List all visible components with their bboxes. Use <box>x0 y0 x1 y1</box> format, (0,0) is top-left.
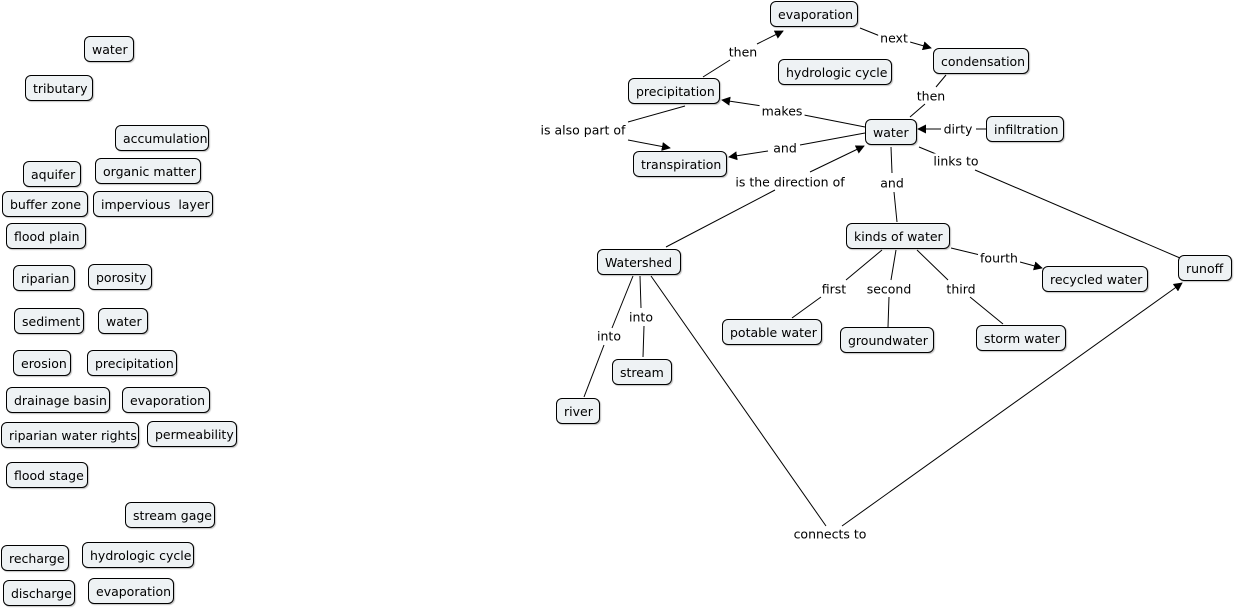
parking-concept[interactable]: flood plain <box>6 223 86 249</box>
link-label-next: next <box>878 30 910 46</box>
connector-line <box>1019 261 1043 271</box>
parking-concept[interactable]: permeability <box>147 421 237 447</box>
connector-line <box>642 325 645 358</box>
connector-line <box>702 59 731 78</box>
link-label-is-the-direction-of: is the direction of <box>733 174 847 190</box>
parking-concept[interactable]: impervious layer <box>93 191 213 217</box>
connector-line <box>809 145 865 173</box>
link-label-into: into <box>627 309 655 325</box>
link-label-and: and <box>771 140 799 156</box>
parking-concept[interactable]: discharge <box>3 580 75 606</box>
concept-hydrologic-cycle[interactable]: hydrologic cycle <box>778 59 892 85</box>
parking-concept[interactable]: accumulation <box>115 125 209 151</box>
parking-concept[interactable]: sediment <box>14 308 84 334</box>
connector-line <box>890 146 893 174</box>
link-label-links-to: links to <box>931 153 981 169</box>
connector-line <box>974 169 1181 259</box>
connector-line <box>756 30 784 45</box>
parking-concept[interactable]: precipitation <box>87 350 177 376</box>
connector-line <box>650 275 827 527</box>
concept-transpiration[interactable]: transpiration <box>633 151 727 177</box>
connector-line <box>969 296 1004 325</box>
connector-line <box>639 275 642 309</box>
parking-concept[interactable]: stream gage <box>125 502 215 528</box>
connector-line <box>909 41 932 51</box>
parking-concept[interactable]: tributary <box>25 75 93 101</box>
link-label-into: into <box>595 328 623 344</box>
parking-concept[interactable]: water <box>98 308 148 334</box>
concept-groundwater[interactable]: groundwater <box>840 327 934 353</box>
connector-line <box>893 191 898 223</box>
parking-concept[interactable]: flood stage <box>6 462 88 488</box>
concept-storm-water[interactable]: storm water <box>976 325 1066 351</box>
concept-recycled-water[interactable]: recycled water <box>1042 266 1148 292</box>
concept-water[interactable]: water <box>865 119 917 145</box>
connector-line <box>845 249 883 281</box>
connector-line <box>627 139 671 151</box>
connector-line <box>611 275 634 329</box>
parking-concept[interactable]: water <box>84 36 134 62</box>
connector-line <box>950 247 981 256</box>
concept-potable-water[interactable]: potable water <box>722 319 822 345</box>
link-label-third: third <box>944 281 978 297</box>
connector-line <box>918 146 937 155</box>
concept-kinds-of-water[interactable]: kinds of water <box>846 223 950 249</box>
link-label-first: first <box>819 281 849 297</box>
parking-concept[interactable]: evaporation <box>122 387 210 413</box>
concept-condensation[interactable]: condensation <box>933 48 1029 74</box>
link-label-then: then <box>914 88 948 104</box>
parking-concept[interactable]: recharge <box>1 545 69 571</box>
connector-line <box>627 105 686 123</box>
connector-line <box>799 132 866 146</box>
link-label-makes: makes <box>759 103 805 119</box>
connector-line <box>887 296 890 328</box>
connector-line <box>803 114 866 128</box>
link-label-second: second <box>864 281 914 297</box>
connector-line <box>841 282 1183 527</box>
connector-line <box>909 103 926 118</box>
connector-line <box>728 150 769 161</box>
link-label-fourth: fourth <box>978 250 1020 266</box>
parking-concept[interactable]: riparian <box>13 265 75 291</box>
concept-evaporation[interactable]: evaporation <box>770 1 858 27</box>
link-label-dirty: dirty <box>941 121 975 137</box>
connector-line <box>583 344 605 398</box>
parking-concept[interactable]: evaporation <box>88 578 174 604</box>
connector-line <box>890 249 897 281</box>
parking-concept[interactable]: hydrologic cycle <box>82 542 194 568</box>
connector-line <box>665 189 776 248</box>
parking-concept[interactable]: porosity <box>88 264 152 290</box>
concept-stream[interactable]: stream <box>612 359 672 385</box>
parking-concept[interactable]: organic matter <box>95 158 201 184</box>
connector-line <box>721 96 763 107</box>
concept-runoff[interactable]: runoff <box>1178 255 1232 281</box>
connector-line <box>935 74 947 88</box>
link-label-then: then <box>726 44 760 60</box>
connector-line <box>791 296 822 319</box>
parking-concept[interactable]: aquifer <box>23 161 81 187</box>
connector-line <box>859 27 881 37</box>
parking-concept[interactable]: riparian water rights <box>1 422 139 448</box>
concept-precipitation[interactable]: precipitation <box>628 78 720 104</box>
link-label-connects-to: connects to <box>791 526 869 542</box>
concept-infiltration[interactable]: infiltration <box>986 116 1064 142</box>
link-label-is-also-part-of: is also part of <box>538 122 628 138</box>
concept-river[interactable]: river <box>556 398 600 424</box>
link-label-and: and <box>878 175 906 191</box>
concept-watershed[interactable]: Watershed <box>597 249 681 275</box>
parking-concept[interactable]: buffer zone <box>2 191 88 217</box>
parking-concept[interactable]: drainage basin <box>6 387 110 413</box>
parking-concept[interactable]: erosion <box>13 350 71 376</box>
connector-line <box>916 249 949 281</box>
